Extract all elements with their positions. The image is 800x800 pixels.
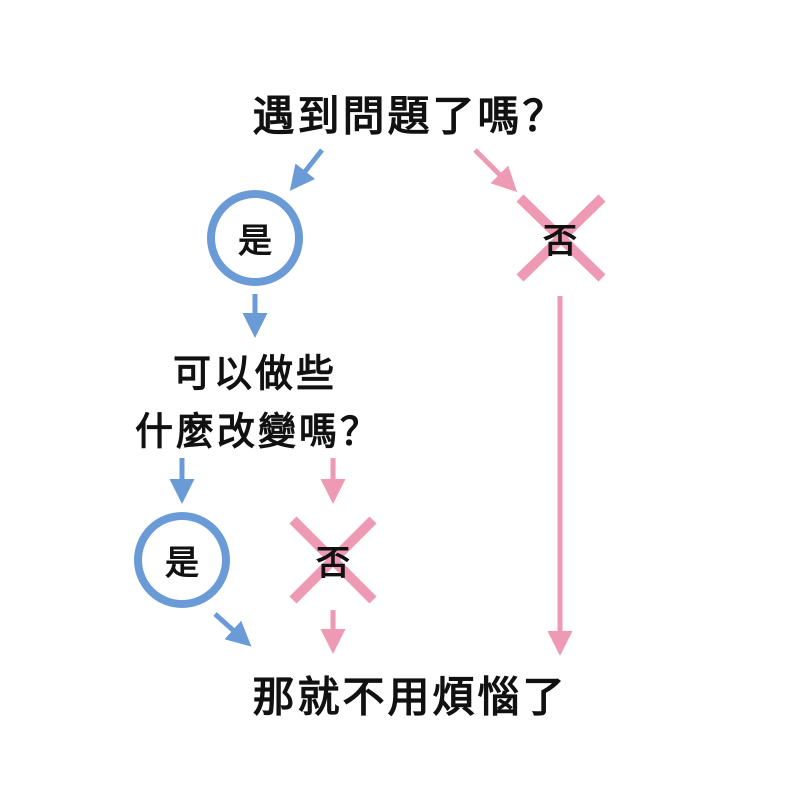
yes-circle-2: [134, 512, 230, 608]
conclusion: 那就不用煩惱了: [252, 672, 568, 722]
arrow-to-no-1: [473, 148, 518, 193]
no-cross-2: [289, 516, 377, 604]
arrow-to-yes-1: [289, 148, 324, 191]
no-cross-1: [516, 194, 606, 282]
question-2-line-1: 可以做些: [172, 351, 338, 396]
question-2-line-2: 什麼改變嗎？: [134, 409, 382, 454]
arrow-yes2-to-conclusion: [213, 612, 252, 647]
question-1: 遇到問題了嗎？: [252, 91, 568, 141]
yes-circle-1: [207, 190, 303, 286]
yes-label-1: 是: [238, 221, 272, 262]
no-label-2: 否: [316, 543, 350, 584]
no-label-1: 否: [543, 221, 577, 262]
yes-label-2: 是: [165, 543, 199, 584]
